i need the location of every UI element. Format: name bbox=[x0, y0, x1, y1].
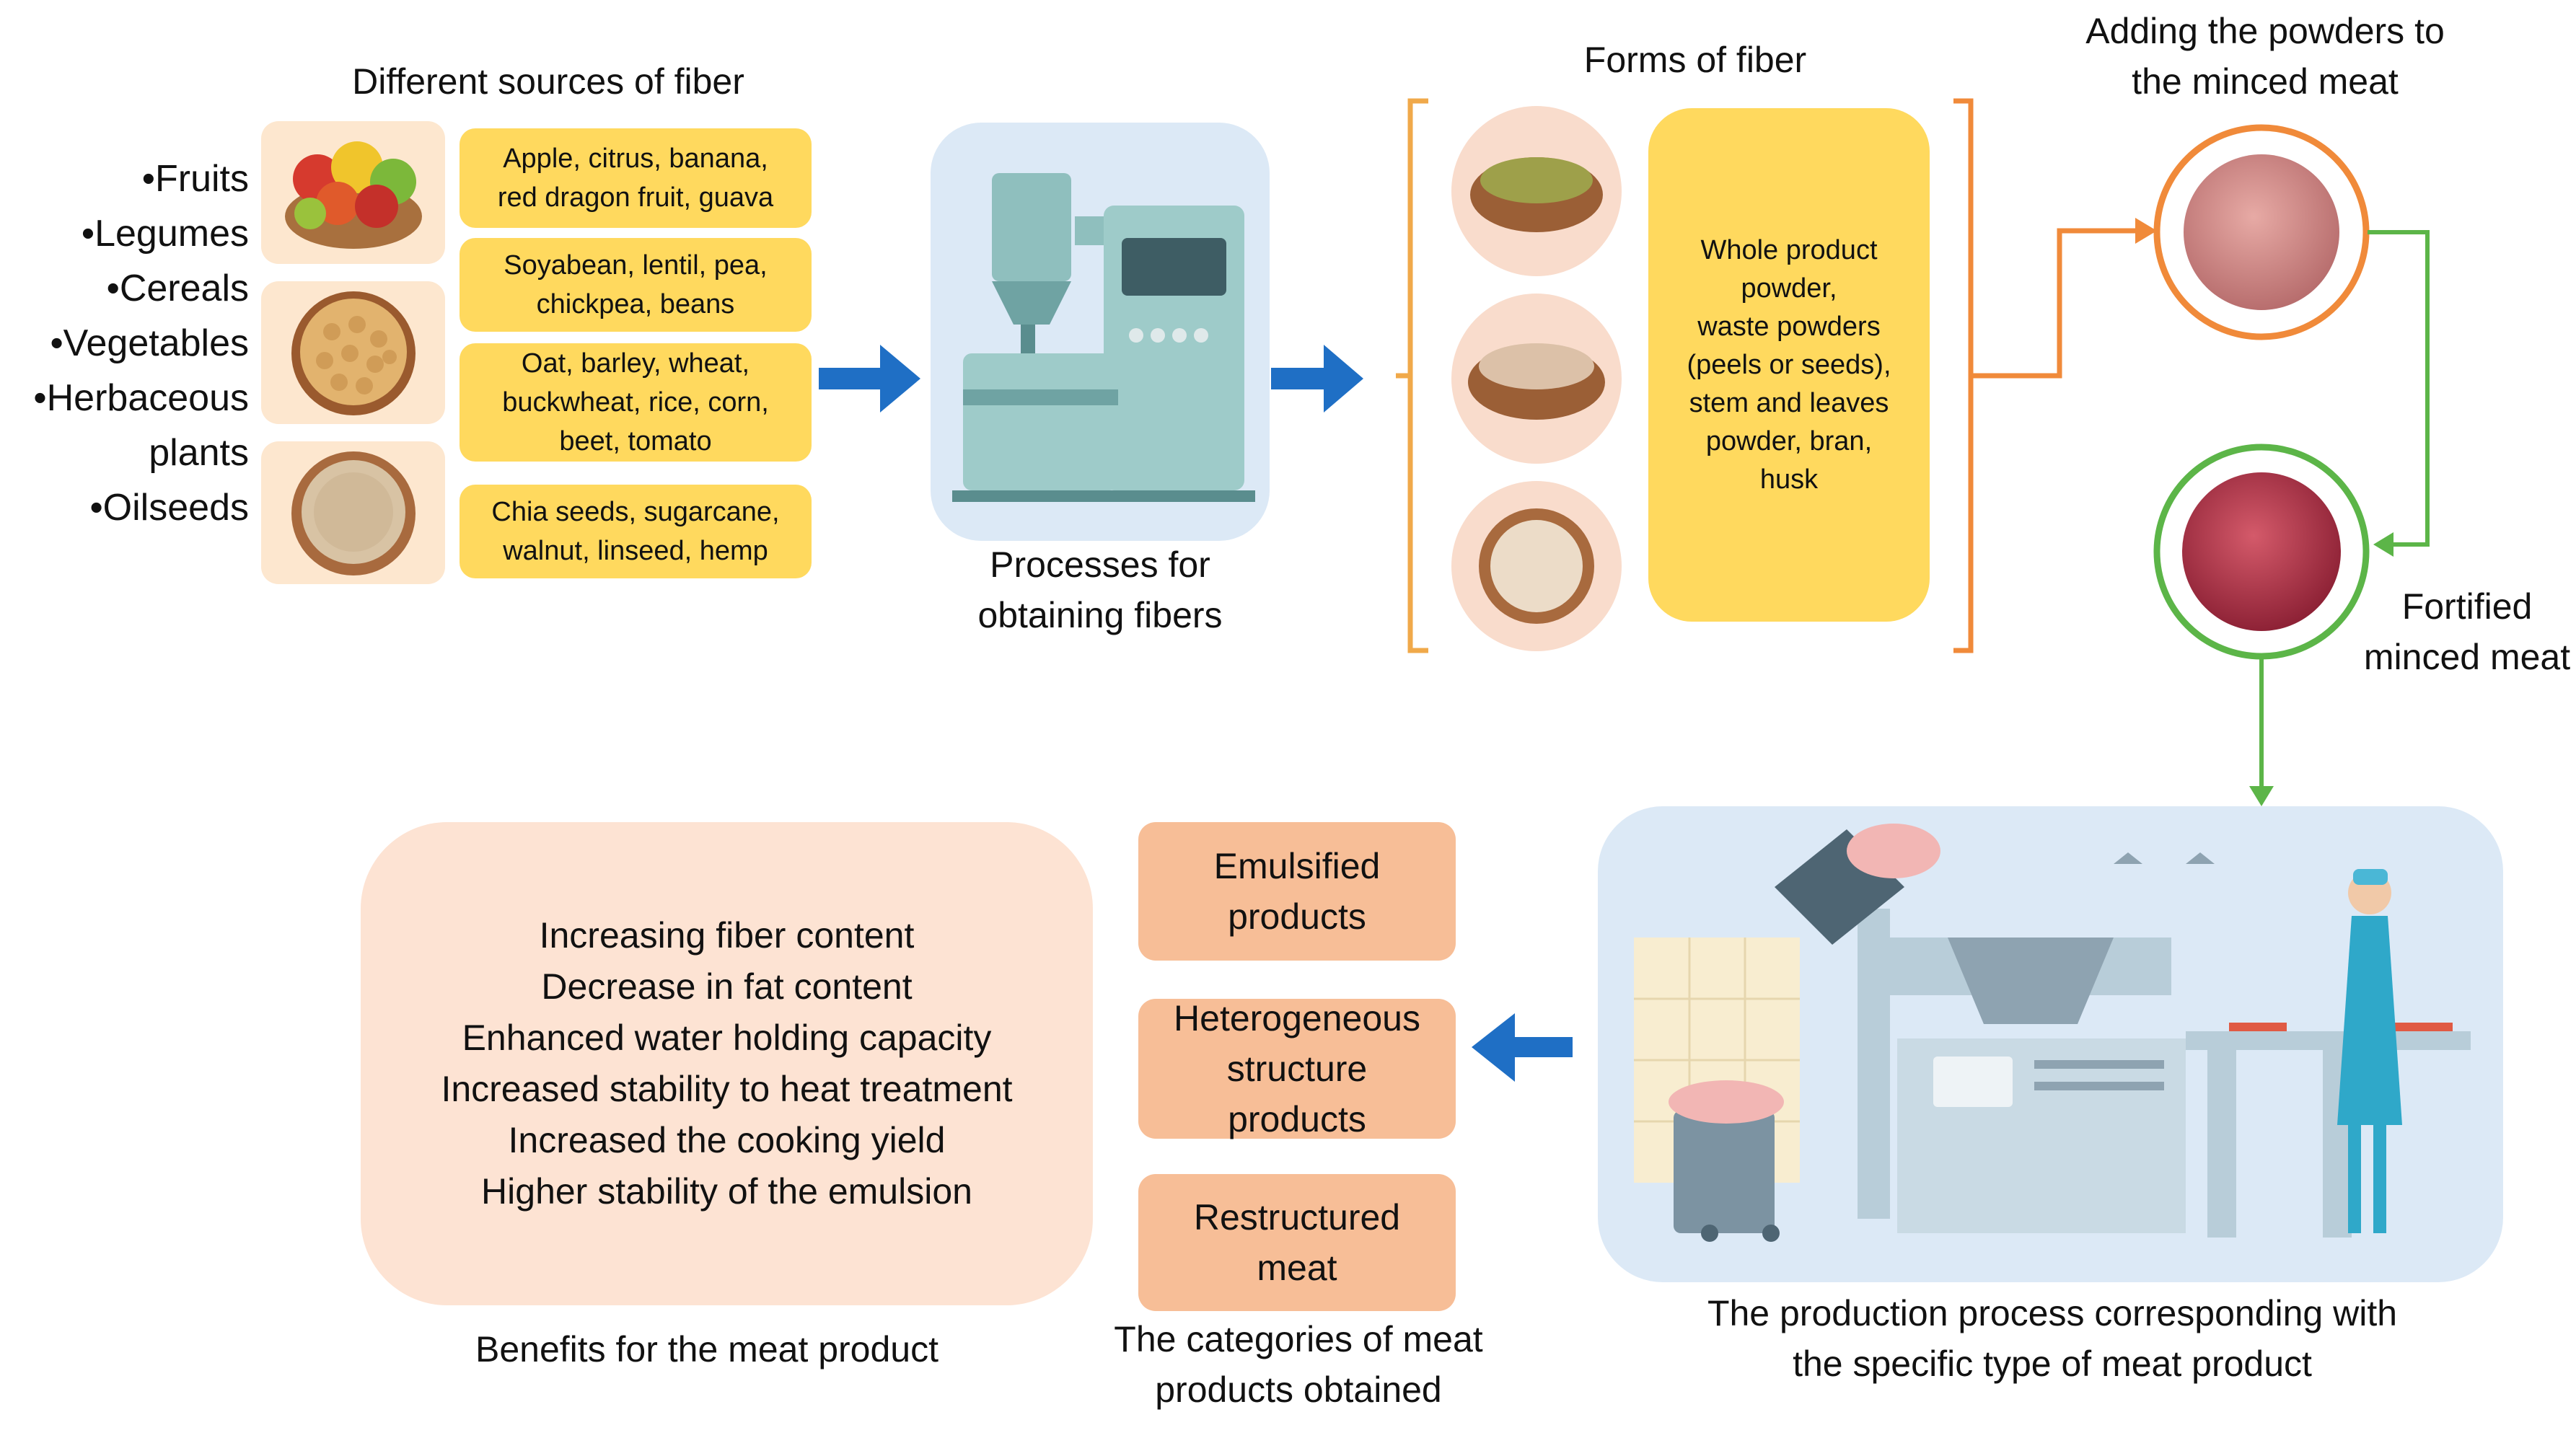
benefit-item: Enhanced water holding capacity bbox=[462, 1018, 992, 1058]
production-line-icon bbox=[1634, 824, 2471, 1242]
forms-line-3: waste powders bbox=[1697, 311, 1881, 342]
production-caption: The production process corresponding wit… bbox=[1616, 1288, 2489, 1389]
benefit-item: Increasing fiber content bbox=[539, 915, 915, 956]
category-restructured: Restructured meat bbox=[1138, 1174, 1456, 1311]
source-box-cereals: Oat, barley, wheat, buckwheat, rice, corn… bbox=[460, 343, 812, 462]
sources-title: Different sources of fiber bbox=[352, 61, 744, 102]
processes-caption-line1: Processes for bbox=[990, 544, 1210, 585]
arrow-to-categories bbox=[1472, 1013, 1573, 1082]
category-restructured-line2: meat bbox=[1257, 1248, 1337, 1288]
forms-left-bracket bbox=[1396, 98, 1428, 653]
fortified-caption-line1: Fortified bbox=[2401, 586, 2533, 627]
fortified-caption: Fortified minced meat bbox=[2359, 581, 2575, 682]
forms-title: Forms of fiber bbox=[1583, 40, 1807, 80]
sources-list: •Fruits •Legumes •Cereals •Vegetables •H… bbox=[7, 151, 249, 535]
adding-caption: Adding the powders to the minced meat bbox=[2034, 6, 2496, 107]
beige-powder-bowl-icon bbox=[1451, 294, 1622, 464]
fortified-minced-meat-icon bbox=[2153, 444, 2370, 660]
forms-right-bracket bbox=[1953, 98, 2137, 653]
minced-meat-icon bbox=[2153, 124, 2370, 340]
forms-line-5: stem and leaves bbox=[1689, 387, 1889, 418]
arrow-to-fortified-meat bbox=[2373, 532, 2393, 557]
benefits-caption: Benefits for the meat product bbox=[475, 1329, 939, 1369]
source-box-legumes-line2: chickpea, beans bbox=[536, 289, 735, 319]
arrow-to-production bbox=[2249, 786, 2274, 806]
category-heterogeneous-line3: products bbox=[1228, 1099, 1366, 1139]
categories-caption-line1: The categories of meat bbox=[1114, 1319, 1483, 1359]
benefit-item: Decrease in fat content bbox=[541, 966, 913, 1007]
categories-caption: The categories of meat products obtained bbox=[1068, 1314, 1529, 1415]
fruit-bowl-icon bbox=[285, 141, 422, 249]
green-powder-bowl-icon bbox=[1451, 106, 1622, 276]
source-box-cereals-line2: buckwheat, rice, corn, bbox=[502, 387, 769, 418]
source-box-oilseeds: Chia seeds, sugarcane, walnut, linseed, h… bbox=[460, 485, 812, 578]
benefit-item: Increased stability to heat treatment bbox=[441, 1069, 1013, 1109]
source-box-fruits-line2: red dragon fruit, guava bbox=[497, 182, 774, 213]
chickpea-bowl-icon bbox=[291, 291, 416, 415]
source-cereals: •Cereals bbox=[106, 268, 249, 309]
benefit-item: Higher stability of the emulsion bbox=[481, 1171, 972, 1212]
source-oilseeds: •Oilseeds bbox=[89, 487, 249, 529]
forms-line-6: powder, bran, bbox=[1705, 425, 1873, 456]
source-box-cereals-line1: Oat, barley, wheat, bbox=[521, 348, 750, 379]
grain-bowl-icon bbox=[291, 451, 416, 575]
source-herbaceous: •Herbaceous bbox=[33, 377, 249, 419]
source-fruits: •Fruits bbox=[141, 158, 249, 200]
green-connector bbox=[2259, 230, 2430, 790]
forms-line-4: (peels or seeds), bbox=[1687, 349, 1891, 380]
source-box-oilseeds-line2: walnut, linseed, hemp bbox=[503, 536, 768, 566]
category-restructured-line1: Restructured bbox=[1193, 1197, 1401, 1238]
source-vegetables: •Vegetables bbox=[50, 322, 249, 364]
source-plants: plants bbox=[149, 432, 249, 474]
source-legumes: •Legumes bbox=[81, 213, 249, 255]
forms-line-2: powder, bbox=[1741, 273, 1837, 304]
source-box-oilseeds-line1: Chia seeds, sugarcane, bbox=[491, 497, 780, 527]
production-caption-line1: The production process corresponding wit… bbox=[1707, 1293, 2398, 1333]
forms-line-7: husk bbox=[1759, 464, 1819, 495]
benefit-item: Increased the cooking yield bbox=[508, 1120, 946, 1160]
processing-machine-icon bbox=[952, 173, 1255, 502]
categories-caption-line2: products obtained bbox=[1155, 1369, 1442, 1410]
source-box-fruits: Apple, citrus, banana, red dragon fruit, … bbox=[460, 128, 812, 228]
category-heterogeneous-line1: Heterogeneous bbox=[1174, 998, 1420, 1038]
source-box-fruits-line1: Apple, citrus, banana, bbox=[503, 144, 768, 174]
category-heterogeneous: Heterogeneous structure products bbox=[1138, 998, 1456, 1139]
forms-line-1: Whole product bbox=[1700, 234, 1878, 265]
fortified-caption-line2: minced meat bbox=[2363, 637, 2571, 677]
white-powder-bowl-icon bbox=[1451, 481, 1622, 651]
source-box-legumes: Soyabean, lentil, pea, chickpea, beans bbox=[460, 238, 812, 332]
adding-caption-line1: Adding the powders to bbox=[2085, 11, 2445, 51]
processes-caption: Processes for obtaining fibers bbox=[916, 539, 1284, 640]
adding-caption-line2: the minced meat bbox=[2132, 61, 2399, 102]
arrow-to-minced-meat bbox=[2135, 218, 2157, 244]
processes-caption-line2: obtaining fibers bbox=[977, 595, 1223, 635]
category-emulsified-line1: Emulsified bbox=[1213, 846, 1381, 886]
arrow-to-forms bbox=[1271, 345, 1363, 413]
production-caption-line2: the specific type of meat product bbox=[1793, 1344, 2312, 1384]
forms-box: Whole product powder, waste powders (pee… bbox=[1648, 108, 1930, 622]
benefits-box: Increasing fiber content Decrease in fat… bbox=[361, 822, 1093, 1305]
source-box-cereals-line3: beet, tomato bbox=[559, 426, 712, 456]
arrow-to-processing bbox=[819, 345, 920, 413]
source-box-legumes-line1: Soyabean, lentil, pea, bbox=[504, 250, 768, 281]
category-emulsified: Emulsified products bbox=[1138, 822, 1456, 961]
category-heterogeneous-line2: structure bbox=[1226, 1049, 1368, 1089]
category-emulsified-line2: products bbox=[1228, 896, 1366, 937]
